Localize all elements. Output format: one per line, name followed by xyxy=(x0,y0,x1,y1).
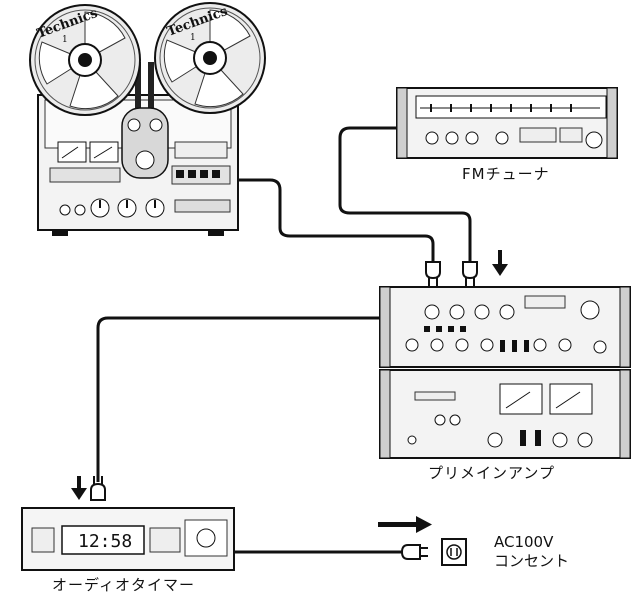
plug-icon-tuner xyxy=(463,262,477,286)
outlet-voltage-label: AC100V xyxy=(494,533,553,551)
wall-outlet-icon xyxy=(442,539,466,565)
tape-deck: Technics 1 Technics 1 xyxy=(30,3,265,236)
down-arrow-icon-timer xyxy=(71,476,87,500)
preamp-label: プリメインアンプ xyxy=(428,462,555,483)
outlet-name-label: コンセント xyxy=(494,552,569,570)
preamp-upper xyxy=(380,287,630,367)
preamp-lower xyxy=(380,370,630,458)
plug-icon-outlet xyxy=(402,545,428,559)
timer-display: 12:58 xyxy=(78,531,132,552)
right-reel-number: 1 xyxy=(190,33,196,43)
audio-timer: 12:58 xyxy=(22,508,234,570)
left-reel-number: 1 xyxy=(62,35,68,45)
fm-tuner-label: FMチューナ xyxy=(462,163,550,184)
audio-timer-label: オーディオタイマー xyxy=(52,574,195,595)
plug-icon-deck xyxy=(426,262,440,286)
down-arrow-icon xyxy=(492,250,508,276)
right-arrow-icon xyxy=(378,516,432,533)
fm-tuner xyxy=(397,88,617,158)
